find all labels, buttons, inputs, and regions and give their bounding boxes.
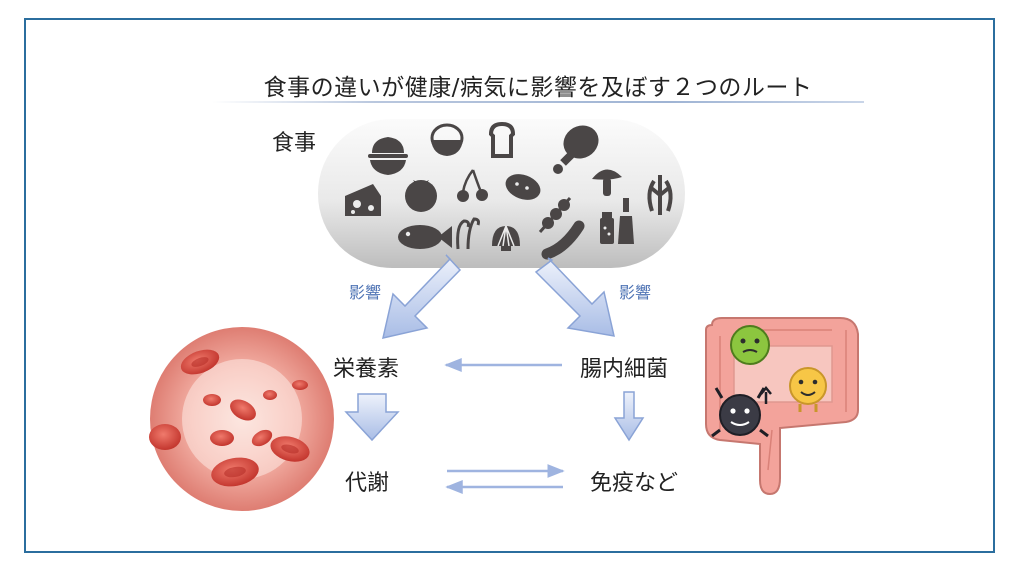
seaweed-icon	[647, 175, 673, 215]
bad-bacteria-icon	[711, 386, 772, 438]
node-immunity: 免疫など	[590, 471, 679, 496]
good-bacteria-icon	[730, 325, 770, 365]
intestine-illustration	[705, 317, 859, 496]
fish-icon	[398, 225, 452, 249]
seasoning-bottles-icon	[600, 198, 634, 244]
arrow-bacteria-to-immunity	[613, 391, 645, 442]
tomato-icon	[405, 180, 437, 212]
rice-bowl-icon	[368, 137, 408, 175]
fern-icon	[456, 217, 480, 250]
node-nutrients: 栄養素	[333, 357, 400, 382]
neutral-bacteria-icon	[789, 367, 827, 412]
node-diet: 食事	[272, 131, 317, 156]
potato-icon	[505, 174, 541, 200]
mushroom-icon	[592, 169, 622, 196]
dango-icon	[538, 197, 572, 233]
arrow-nutrients-to-metabolism	[344, 393, 400, 442]
arrow-label-right: 影響	[619, 283, 652, 302]
slide-title: 食事の違いが健康/病気に影響を及ぼす２つのルート	[263, 75, 813, 101]
influence-arrow-left	[382, 254, 462, 339]
shell-icon	[492, 225, 520, 251]
node-gut-bacteria: 腸内細菌	[580, 357, 669, 382]
meat-icon	[553, 125, 599, 174]
bread-icon	[488, 121, 516, 158]
blood-vessel-illustration	[149, 327, 334, 511]
influence-arrow-right	[534, 257, 615, 337]
arrow-label-left: 影響	[349, 283, 382, 302]
noodle-bowl-icon	[430, 123, 464, 156]
node-metabolism: 代謝	[345, 471, 390, 496]
cherry-icon	[457, 169, 488, 202]
sausage-icon	[541, 220, 585, 260]
cheese-icon	[345, 184, 381, 216]
title-underline	[212, 101, 864, 103]
